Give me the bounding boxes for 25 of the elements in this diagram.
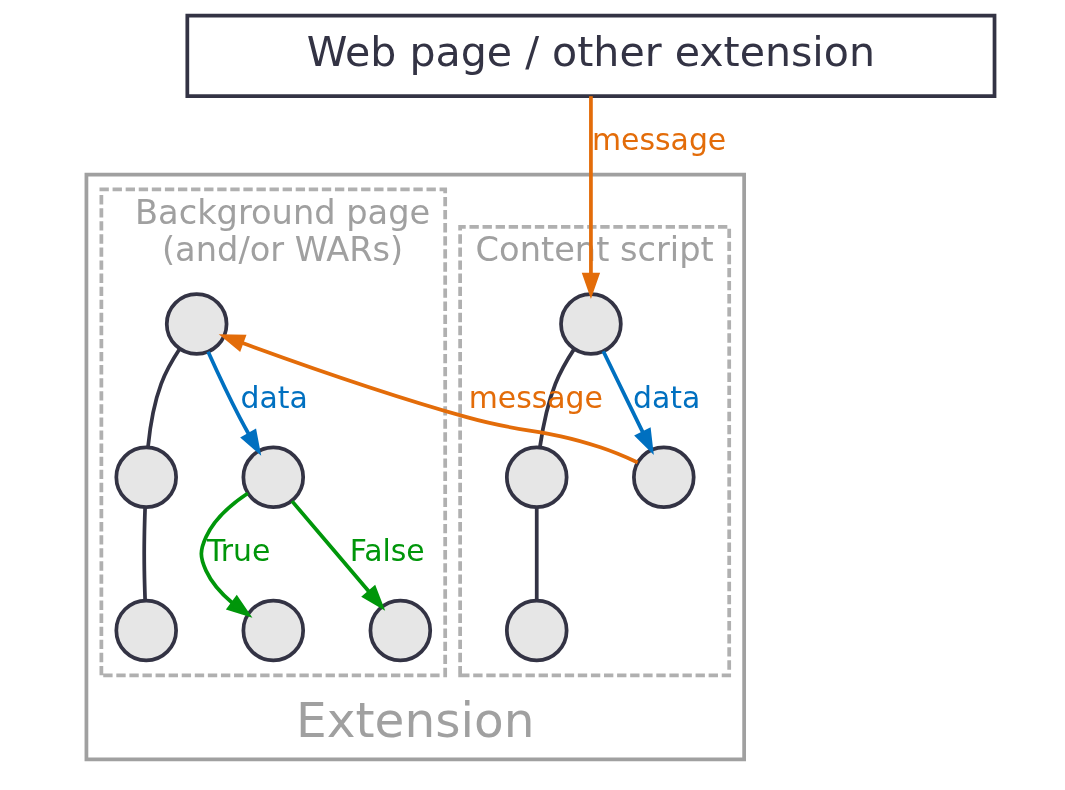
arrow — [199, 491, 252, 618]
node-circle — [368, 598, 432, 663]
edge-label: message — [591, 121, 726, 157]
node-box: Web page / other extension — [184, 13, 996, 98]
node-circle — [241, 598, 305, 663]
arrow — [290, 499, 385, 611]
arrow — [205, 351, 261, 456]
edge-label: True — [206, 532, 270, 568]
connector — [145, 348, 181, 447]
node-circle — [241, 445, 305, 509]
arrow — [601, 350, 654, 455]
node-circle — [504, 598, 568, 663]
node-circle — [113, 445, 178, 509]
edge-label: False — [349, 532, 425, 568]
node-circle — [504, 445, 568, 509]
node-circle — [164, 292, 228, 356]
connector — [534, 507, 539, 601]
arrow — [218, 334, 638, 465]
node-circle — [631, 445, 696, 509]
node-circle — [558, 292, 623, 356]
arrow — [581, 96, 600, 300]
edge-label: data — [240, 379, 308, 415]
node-circle — [113, 598, 178, 663]
connector — [141, 507, 147, 601]
edge-label: data — [632, 379, 700, 415]
